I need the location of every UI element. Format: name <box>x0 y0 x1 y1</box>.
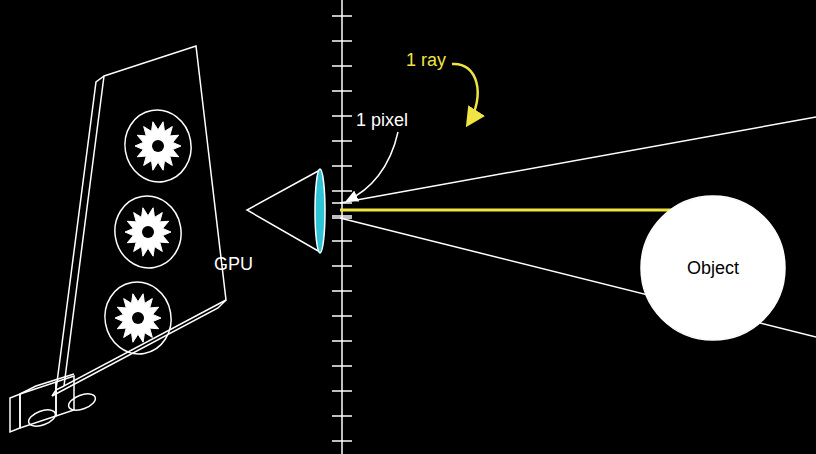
pixel-tick <box>332 240 352 242</box>
fan-blade <box>115 294 161 342</box>
gpu-label: GPU <box>214 254 253 274</box>
pixel-tick <box>332 390 352 392</box>
pixel-tick <box>332 140 352 142</box>
pixel-tick <box>332 315 352 317</box>
pixel-tick <box>332 365 352 367</box>
pixel-tick <box>332 90 352 92</box>
pixel-tick <box>332 290 352 292</box>
pixel-tick <box>332 190 352 192</box>
pixel-tick <box>332 340 352 342</box>
pixel-label: 1 pixel <box>356 110 408 130</box>
label-box: 1 ray <box>406 50 446 71</box>
pixel-tick <box>332 115 352 117</box>
fan-blade <box>135 122 181 170</box>
object-circle: Object <box>640 195 786 341</box>
fan-hub <box>132 312 144 324</box>
image-plane <box>332 0 352 454</box>
ray-label: 1 ray <box>406 50 446 70</box>
pixel-tick <box>332 415 352 417</box>
ray-line <box>340 117 816 203</box>
pixel-tick <box>332 265 352 267</box>
pixel-tick <box>332 165 352 167</box>
pixel-tick <box>332 215 352 217</box>
fan-blade <box>125 208 171 256</box>
node-label: Object <box>687 258 739 279</box>
label-box: 1 pixel <box>356 110 408 131</box>
pixel-tick <box>332 65 352 67</box>
gpu-card <box>10 46 226 432</box>
pixel-tick <box>332 15 352 17</box>
pixel-tick <box>332 40 352 42</box>
camera-cone <box>247 169 325 253</box>
fan-hub <box>152 140 164 152</box>
pixel-tick <box>332 440 352 442</box>
ray-line-highlight <box>340 209 672 212</box>
label-box: GPU <box>214 254 253 275</box>
callout-arrow <box>452 64 478 124</box>
callout-arrow <box>348 132 398 200</box>
fan-hub <box>142 226 154 238</box>
fan-blades <box>115 122 181 342</box>
